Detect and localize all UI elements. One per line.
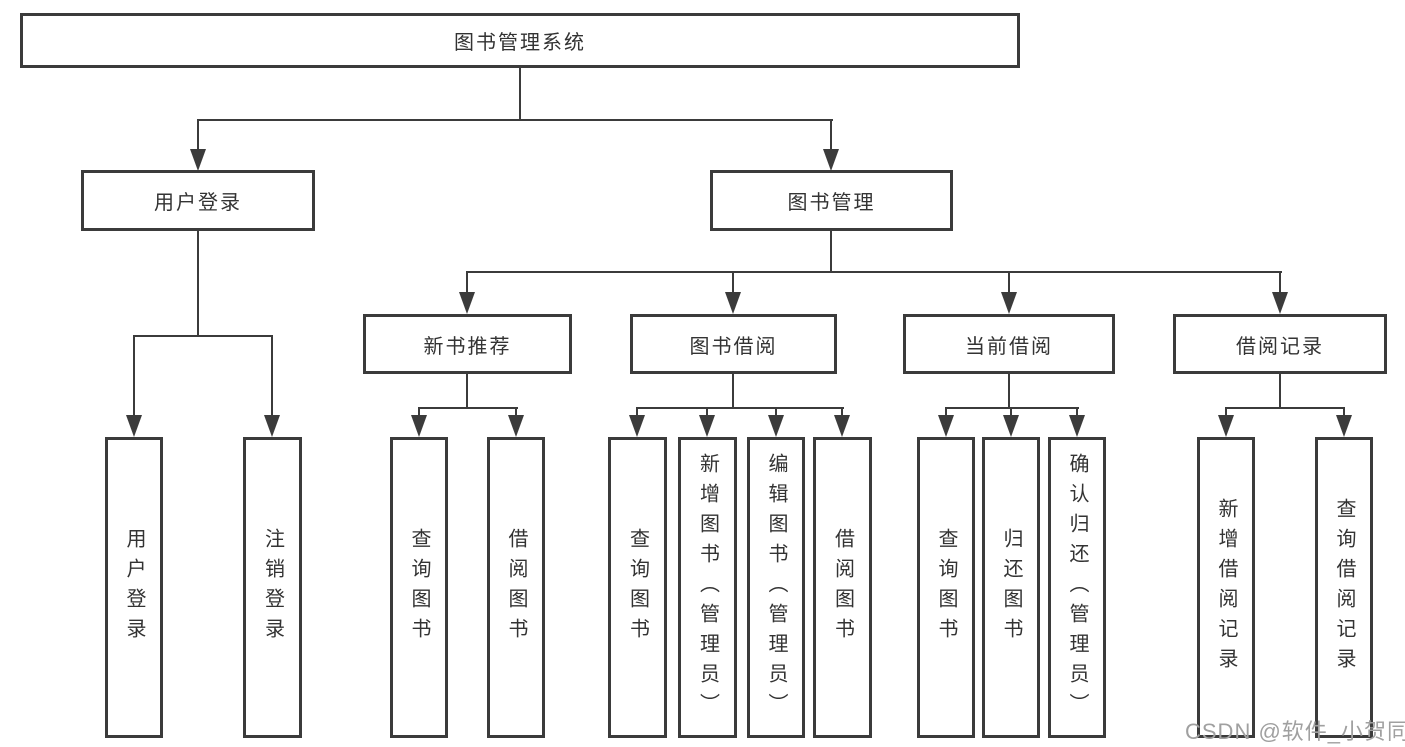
arrow-down-icon	[938, 415, 954, 437]
connector-line	[466, 374, 468, 409]
node-label: 注销登录	[261, 527, 284, 648]
connector-line	[1343, 407, 1345, 417]
connector-line	[775, 407, 777, 417]
node-label: 图书借阅	[689, 335, 778, 358]
connector-line	[515, 407, 517, 417]
connector-line	[1225, 407, 1345, 409]
node-label: 归还图书	[1000, 527, 1022, 648]
leaf-logout: 注销登录	[243, 437, 302, 738]
node-label: 确认归还（管理员）	[1066, 452, 1088, 723]
node-library-system: 图书管理系统	[20, 13, 1020, 68]
node-label: 查询借阅记录	[1333, 497, 1355, 678]
arrow-down-icon	[126, 415, 142, 437]
leaf-add-books-admin: 新增图书（管理员）	[678, 437, 737, 738]
connector-line	[1279, 374, 1281, 409]
node-label: 图书管理	[787, 192, 876, 214]
arrow-down-icon	[834, 415, 850, 437]
connector-line	[732, 374, 734, 409]
connector-line	[133, 335, 135, 417]
connector-line	[466, 271, 1282, 273]
connector-line	[636, 407, 844, 409]
arrow-down-icon	[1336, 415, 1352, 437]
node-label: 新增借阅记录	[1215, 497, 1237, 678]
arrow-down-icon	[725, 292, 741, 314]
node-label: 新增图书（管理员）	[696, 452, 719, 723]
arrow-down-icon	[629, 415, 645, 437]
connector-line	[636, 407, 638, 417]
node-label: 查询图书	[935, 527, 957, 648]
connector-line	[418, 407, 518, 409]
leaf-query-books-2: 查询图书	[608, 437, 667, 738]
arrow-down-icon	[823, 149, 839, 171]
connector-line	[1010, 407, 1012, 417]
leaf-edit-books-admin: 编辑图书（管理员）	[747, 437, 805, 738]
connector-line	[830, 231, 832, 273]
node-current-borrowing: 当前借阅	[903, 314, 1115, 374]
connector-line	[1008, 374, 1010, 409]
arrow-down-icon	[1003, 415, 1019, 437]
node-label: 新书推荐	[423, 335, 512, 358]
leaf-add-borrow-record: 新增借阅记录	[1197, 437, 1255, 738]
leaf-borrow-books-2: 借阅图书	[813, 437, 872, 738]
connector-line	[945, 407, 947, 417]
node-book-borrowing: 图书借阅	[630, 314, 837, 374]
connector-line	[418, 407, 420, 417]
arrow-down-icon	[1001, 292, 1017, 314]
leaf-borrow-books-1: 借阅图书	[487, 437, 545, 738]
connector-line	[519, 68, 521, 121]
node-label: 用户登录	[123, 527, 145, 648]
node-label: 借阅记录	[1236, 335, 1324, 358]
arrow-down-icon	[1272, 292, 1288, 314]
connector-line	[271, 335, 273, 417]
leaf-query-books-3: 查询图书	[917, 437, 975, 738]
node-new-book-recommend: 新书推荐	[363, 314, 572, 374]
node-borrowing-records: 借阅记录	[1173, 314, 1387, 374]
node-label: 借阅图书	[831, 527, 854, 648]
connector-line	[197, 119, 199, 150]
leaf-return-books: 归还图书	[982, 437, 1040, 738]
node-label: 编辑图书（管理员）	[765, 452, 787, 723]
leaf-confirm-return-admin: 确认归还（管理员）	[1048, 437, 1106, 738]
connector-line	[197, 119, 833, 121]
node-label: 当前借阅	[965, 335, 1053, 358]
connector-line	[945, 407, 1079, 409]
arrow-down-icon	[699, 415, 715, 437]
connector-line	[1076, 407, 1078, 417]
connector-line	[133, 335, 273, 337]
node-label: 借阅图书	[505, 527, 527, 648]
connector-line	[706, 407, 708, 417]
connector-line	[197, 231, 199, 337]
connector-line	[830, 119, 832, 150]
arrow-down-icon	[1218, 415, 1234, 437]
node-label: 查询图书	[408, 527, 430, 648]
connector-line	[466, 271, 468, 295]
connector-line	[841, 407, 843, 417]
connector-line	[1279, 271, 1281, 295]
leaf-query-books-1: 查询图书	[390, 437, 448, 738]
connector-line	[732, 271, 734, 295]
connector-line	[1225, 407, 1227, 417]
arrow-down-icon	[264, 415, 280, 437]
watermark: CSDN @软件_小贺同学	[1185, 719, 1405, 744]
leaf-user-login: 用户登录	[105, 437, 163, 738]
node-book-management: 图书管理	[710, 170, 953, 231]
arrow-down-icon	[190, 149, 206, 171]
arrow-down-icon	[1069, 415, 1085, 437]
connector-line	[1008, 271, 1010, 295]
arrow-down-icon	[508, 415, 524, 437]
node-label: 图书管理系统	[454, 32, 586, 54]
leaf-query-borrow-record: 查询借阅记录	[1315, 437, 1373, 738]
arrow-down-icon	[768, 415, 784, 437]
node-label: 用户登录	[154, 192, 242, 214]
node-label: 查询图书	[626, 527, 649, 648]
arrow-down-icon	[411, 415, 427, 437]
node-user-login: 用户登录	[81, 170, 315, 231]
arrow-down-icon	[459, 292, 475, 314]
